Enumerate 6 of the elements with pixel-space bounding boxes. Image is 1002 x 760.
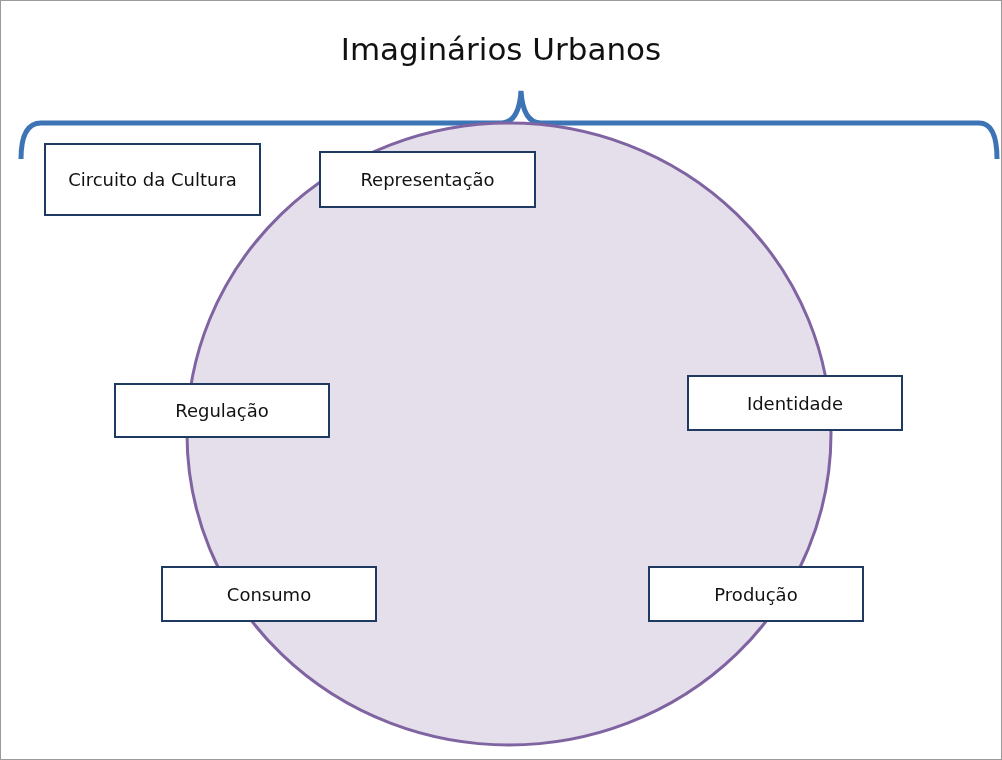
- text-box: Identidade: [687, 375, 903, 431]
- title: Imaginários Urbanos: [339, 31, 663, 67]
- text-box: Consumo: [161, 566, 377, 622]
- text-box: Produção: [648, 566, 864, 622]
- text-box: Regulação: [114, 383, 330, 438]
- text-box: Circuito da Cultura: [44, 143, 261, 216]
